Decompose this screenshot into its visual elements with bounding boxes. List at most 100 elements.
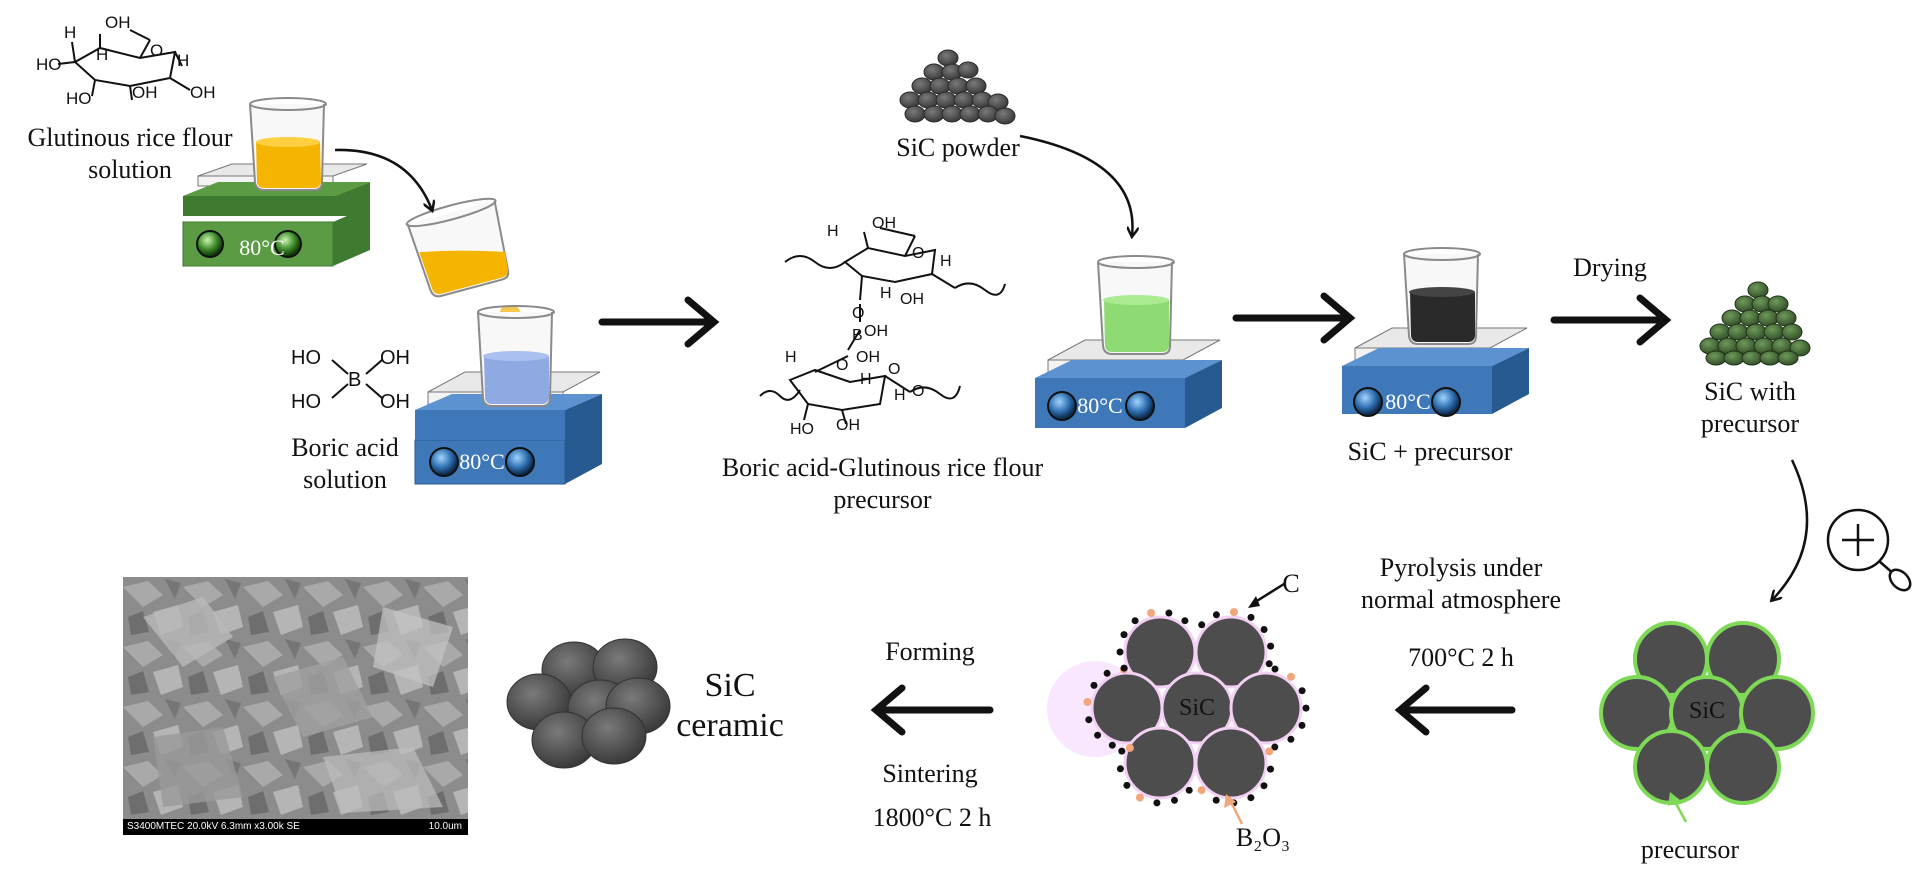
carbon-dot	[1267, 642, 1275, 650]
b2o3-dot	[1135, 793, 1144, 802]
label-drying: Drying	[1573, 253, 1647, 282]
carbon-dot	[1260, 626, 1268, 633]
carbon-dot	[1185, 786, 1193, 794]
label-precursor-line1: Boric acid-Glutinous rice flour	[721, 453, 1044, 482]
carbon-dot	[1123, 781, 1131, 789]
label-pyrolysis-line2: normal atmosphere	[1361, 585, 1561, 614]
carbon-dot	[1271, 743, 1279, 751]
precursor-molecule	[759, 227, 1006, 425]
sem-texture	[123, 577, 468, 819]
mol-h: H	[96, 45, 108, 64]
mol-o: O	[150, 41, 163, 60]
temp-label-4: 80°C	[1385, 389, 1431, 414]
b2o3-dot	[1147, 609, 1156, 617]
precursor-pointer-head	[1668, 792, 1680, 806]
carbon-dot	[1108, 741, 1116, 749]
glucose-labels-top: H OH HO O H HO OH OH H	[36, 13, 216, 108]
label-sintering-cond: 1800°C 2 h	[872, 803, 992, 832]
sic-powder-pile	[899, 49, 1016, 125]
label-ceramic-line2: ceramic	[676, 707, 784, 744]
sem-scale: 10.0um	[428, 821, 462, 832]
arrow-right-1	[598, 296, 720, 348]
label-pyrolysis-cond: 700°C 2 h	[1408, 643, 1514, 672]
carbon-dot	[1212, 611, 1220, 619]
b2o3-pointer-head	[1224, 794, 1236, 808]
carbon-dot	[1271, 665, 1279, 673]
label-boric-line2: solution	[303, 465, 387, 494]
carbon-dot	[1302, 704, 1310, 712]
mol-oh: OH	[900, 291, 924, 308]
mol-h: H	[880, 285, 892, 302]
carbon-dot	[1198, 621, 1206, 629]
carbon-dot	[1265, 660, 1273, 668]
mol-o: O	[912, 383, 924, 400]
beaker-black	[1403, 247, 1481, 345]
pyrolysis-cluster	[1047, 608, 1310, 807]
hotplate-blue-3	[1342, 327, 1529, 417]
carbon-dot	[1298, 721, 1306, 729]
arrow-left-forming	[870, 684, 994, 736]
carbon-dot	[1267, 765, 1274, 773]
mol-oh: OH	[132, 83, 158, 102]
carbon-dot	[1165, 609, 1173, 617]
sic-green-pile	[1699, 281, 1811, 366]
mol-h: H	[860, 371, 872, 388]
label-boric-acid: Boric acid solution	[270, 432, 420, 496]
label-b2o3: B₂O₃	[1235, 823, 1291, 852]
mol-oh: OH	[380, 347, 410, 369]
carbon-dot	[1153, 799, 1161, 807]
temp-label-3: 80°C	[1077, 393, 1123, 418]
carbon-dot	[1103, 669, 1111, 677]
label-sic-powder: SiC powder	[896, 133, 1020, 162]
carbon-dot	[1118, 747, 1126, 755]
arrow-right-drying	[1550, 294, 1672, 346]
carbon-pointer-head	[1248, 596, 1260, 608]
mol-h: H	[940, 253, 952, 270]
label-sic-with-precursor: SiC with precursor	[1670, 376, 1830, 440]
carbon-dot	[1131, 617, 1139, 625]
carbon-dot	[1094, 731, 1102, 739]
label-glutinous-line2: solution	[88, 155, 172, 184]
mol-ho: HO	[291, 391, 321, 413]
sic-ceramic-cluster	[506, 638, 671, 769]
carbon-dot	[1085, 716, 1093, 724]
precursor-molecule-labels: H OH O H H OH O B OH OH O H O H H HO OH …	[785, 215, 952, 438]
sem-info-bar: S3400MTEC 20.0kV 6.3mm x3.00k SE 10.0um	[123, 819, 468, 835]
label-precursor: Boric acid-Glutinous rice flour precurso…	[700, 452, 1065, 516]
arrow-left-pyrolysis	[1394, 684, 1516, 736]
mol-o: O	[888, 361, 900, 378]
mol-oh: OH	[105, 13, 131, 32]
mol-h: H	[785, 349, 797, 366]
temp-label-2: 80°C	[459, 449, 505, 474]
carbon-dots	[1083, 608, 1310, 807]
label-pyrolysis: Pyrolysis under normal atmosphere	[1326, 552, 1596, 616]
beaker-orange	[249, 97, 327, 191]
mol-h: H	[894, 387, 906, 404]
mol-oh: OH	[380, 391, 410, 413]
label-pyrolysis-line1: Pyrolysis under	[1379, 553, 1543, 582]
mol-oh: OH	[856, 349, 880, 366]
label-precursor-line2: precursor	[833, 485, 932, 514]
mol-b: B	[348, 369, 361, 391]
mol-ho: HO	[66, 89, 92, 108]
label-precursor-pointer: precursor	[1640, 835, 1740, 864]
label-sic-ceramic: SiC ceramic	[660, 666, 800, 746]
carbon-dot	[1287, 735, 1295, 743]
carbon-dot	[1181, 617, 1189, 625]
label-carbon: C	[1282, 569, 1300, 598]
label-sintering: Sintering	[882, 759, 978, 788]
label-sicwp-line1: SiC with	[1704, 377, 1796, 406]
zoom-arrow	[1772, 459, 1809, 600]
mol-o: O	[836, 357, 848, 374]
label-forming: Forming	[885, 637, 975, 666]
b2o3-dot	[1197, 786, 1206, 795]
hotplate-green	[182, 163, 370, 267]
carbon-dot	[1247, 613, 1255, 621]
carbon-dot	[1116, 765, 1124, 773]
carbon-dot	[1298, 687, 1306, 695]
label-boric-line1: Boric acid	[291, 433, 399, 462]
label-glutinous-line1: Glutinous rice flour	[27, 123, 233, 152]
label-sic-center-pyro: SiC	[1178, 695, 1216, 721]
powder-arrow	[1019, 134, 1133, 236]
